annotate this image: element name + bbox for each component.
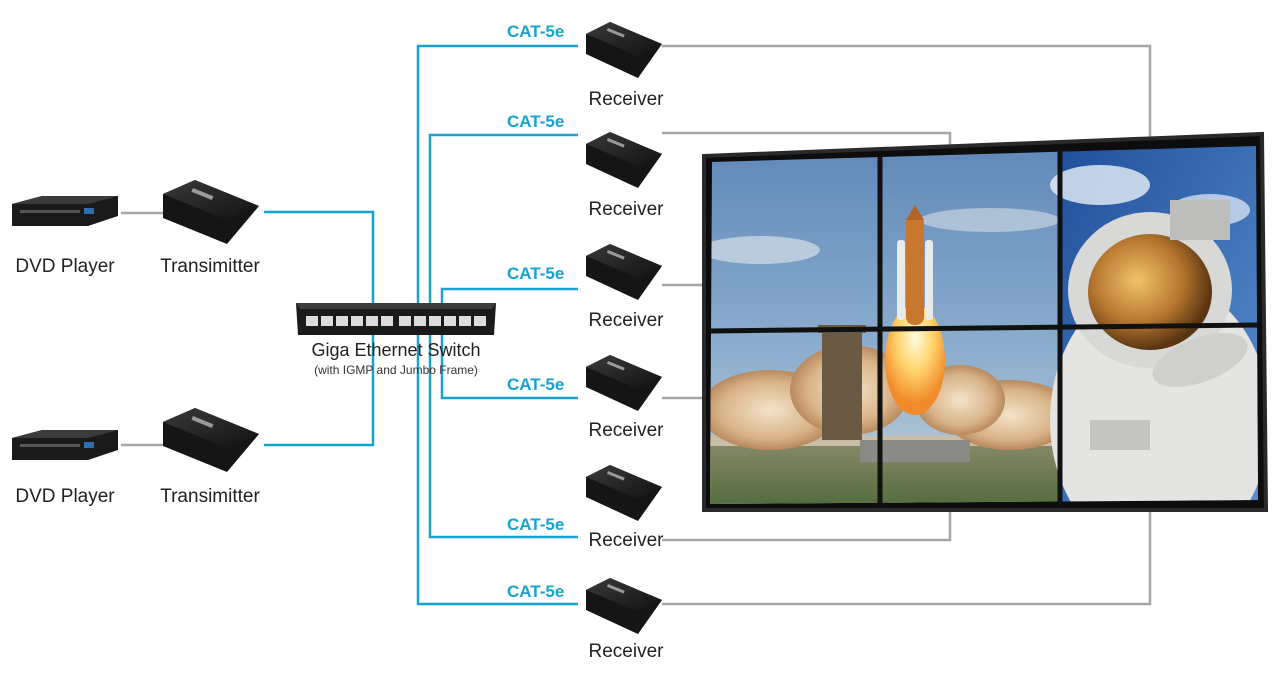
- switch-sublabel: (with IGMP and Jumbo Frame): [314, 363, 478, 377]
- dvd-player-1: [12, 196, 118, 226]
- cable-switch-to-receiver2: [428, 133, 578, 305]
- network-cables: [264, 44, 578, 606]
- transmitter-1: [163, 180, 259, 244]
- wall-bezels: [709, 150, 1259, 506]
- hdmi-receiver6-to-wall: [662, 506, 1152, 606]
- cable-switch-to-receiver1: [416, 44, 578, 305]
- hdmi-receiver5-to-wall: [662, 504, 952, 542]
- receiver-5: [586, 465, 662, 521]
- receiver-6-label: Receiver: [588, 641, 664, 662]
- receiver-4: [586, 355, 662, 411]
- receiver-1-label: Receiver: [588, 89, 664, 110]
- cable-switch-to-receiver5: [428, 335, 578, 539]
- transmitter-1-label: Transimitter: [160, 256, 260, 277]
- cable-label-6: CAT-5e: [507, 582, 565, 601]
- receiver-1: [586, 22, 662, 78]
- cable-label-1: CAT-5e: [507, 22, 565, 41]
- receiver-2-label: Receiver: [588, 199, 664, 220]
- launch-flame: [885, 305, 945, 415]
- video-wall: [702, 131, 1269, 512]
- cable-switch-to-receiver4: [440, 335, 578, 400]
- launch-tower: [818, 325, 970, 462]
- transmitter-2: [163, 408, 259, 472]
- cable-label-3: CAT-5e: [507, 264, 565, 283]
- receiver-3: [586, 244, 662, 300]
- dvd-player-2: [12, 430, 118, 460]
- cable-transmitter1-to-switch: [264, 210, 375, 305]
- cable-label-4: CAT-5e: [507, 375, 565, 394]
- cable-transmitter2-to-switch: [264, 335, 375, 447]
- receiver-3-label: Receiver: [588, 310, 664, 331]
- ethernet-switch: [296, 303, 496, 335]
- cable-switch-to-receiver3: [440, 287, 578, 305]
- hdmi-receiver1-to-wall: [662, 44, 1152, 140]
- receiver-6: [586, 578, 662, 634]
- receiver-4-label: Receiver: [588, 420, 664, 441]
- switch-label: Giga Ethernet Switch: [311, 340, 481, 360]
- space-shuttle: [897, 205, 933, 325]
- receiver-5-label: Receiver: [588, 530, 664, 551]
- transmitter-2-label: Transimitter: [160, 486, 260, 507]
- astronaut-image: [1050, 200, 1258, 504]
- receiver-2: [586, 132, 662, 188]
- cable-label-2: CAT-5e: [507, 112, 565, 131]
- switch-ports: [306, 316, 486, 326]
- dvd-player-2-label: DVD Player: [15, 486, 115, 507]
- cable-switch-to-receiver6: [416, 335, 578, 606]
- cable-label-5: CAT-5e: [507, 515, 565, 534]
- dvd-player-1-label: DVD Player: [15, 256, 115, 277]
